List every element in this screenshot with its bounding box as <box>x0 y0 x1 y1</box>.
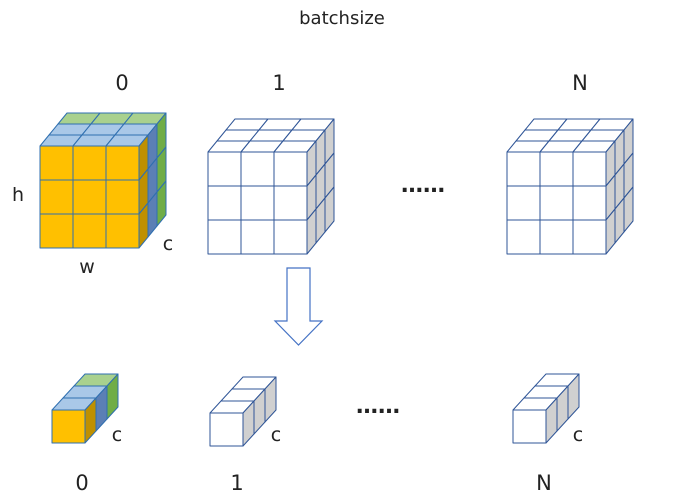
cube-front-face <box>572 219 607 255</box>
bottom-ellipsis: …… <box>356 394 400 419</box>
cube-front-face <box>39 179 74 215</box>
cube-front-face <box>240 219 275 255</box>
bottom-index-0: 0 <box>75 471 88 495</box>
cube-front-face <box>105 213 140 249</box>
title-label: batchsize <box>299 8 385 29</box>
cube-front-face <box>72 179 107 215</box>
down-arrow-icon <box>273 267 324 346</box>
cube-front-face <box>539 185 574 221</box>
channel-axis-label: c <box>163 233 173 255</box>
width-axis-label: w <box>79 256 95 278</box>
white-channel-column-n <box>512 373 580 444</box>
cube-front-face <box>512 409 547 444</box>
bottom-channel-label-n: c <box>573 424 583 446</box>
cube-front-face <box>506 185 541 221</box>
cube-front-face <box>209 412 244 447</box>
white-feature-cube-1 <box>207 118 335 255</box>
colored-channel-column <box>51 373 119 444</box>
white-feature-cube-n <box>506 118 634 255</box>
cube-front-face <box>72 145 107 181</box>
cube-front-face <box>240 151 275 187</box>
bottom-index-1: 1 <box>230 471 243 495</box>
cube-front-face <box>572 185 607 221</box>
cube-front-face <box>539 151 574 187</box>
cube-front-face <box>207 151 242 187</box>
cube-front-face <box>539 219 574 255</box>
cube-front-face <box>572 151 607 187</box>
cube-front-face <box>51 409 86 444</box>
cube-front-face <box>105 179 140 215</box>
height-axis-label: h <box>12 184 24 206</box>
cube-front-face <box>105 145 140 181</box>
cube-front-face <box>72 213 107 249</box>
cube-front-face <box>273 151 308 187</box>
cube-front-face <box>240 185 275 221</box>
bottom-index-n: N <box>536 471 552 495</box>
cube-front-face <box>39 145 74 181</box>
top-index-n: N <box>572 71 588 95</box>
colored-feature-cube <box>39 112 167 249</box>
cube-front-face <box>506 151 541 187</box>
cube-front-face <box>207 219 242 255</box>
cube-front-face <box>273 219 308 255</box>
cube-front-face <box>207 185 242 221</box>
top-ellipsis: …… <box>401 173 445 198</box>
bottom-channel-label-0: c <box>112 424 122 446</box>
cube-front-face <box>39 213 74 249</box>
bottom-channel-label-1: c <box>271 424 281 446</box>
cube-front-face <box>506 219 541 255</box>
cube-front-face <box>273 185 308 221</box>
top-index-1: 1 <box>272 71 285 95</box>
white-channel-column-1 <box>209 376 277 447</box>
top-index-0: 0 <box>115 71 128 95</box>
